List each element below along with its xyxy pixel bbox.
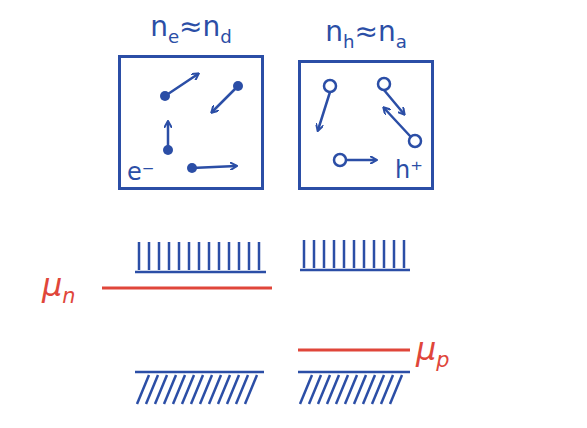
concentration-label: ne≈nd xyxy=(121,10,261,47)
sample-box: ne≈nde⁻ xyxy=(118,55,264,190)
carrier-label: h⁺ xyxy=(393,156,425,184)
chemical-potential-label: μn xyxy=(42,266,76,308)
carrier-label: e⁻ xyxy=(125,158,156,186)
chemical-potential-label: μp xyxy=(416,330,450,372)
sample-box: nh≈nah⁺ xyxy=(298,60,434,190)
concentration-label: nh≈na xyxy=(301,15,431,52)
